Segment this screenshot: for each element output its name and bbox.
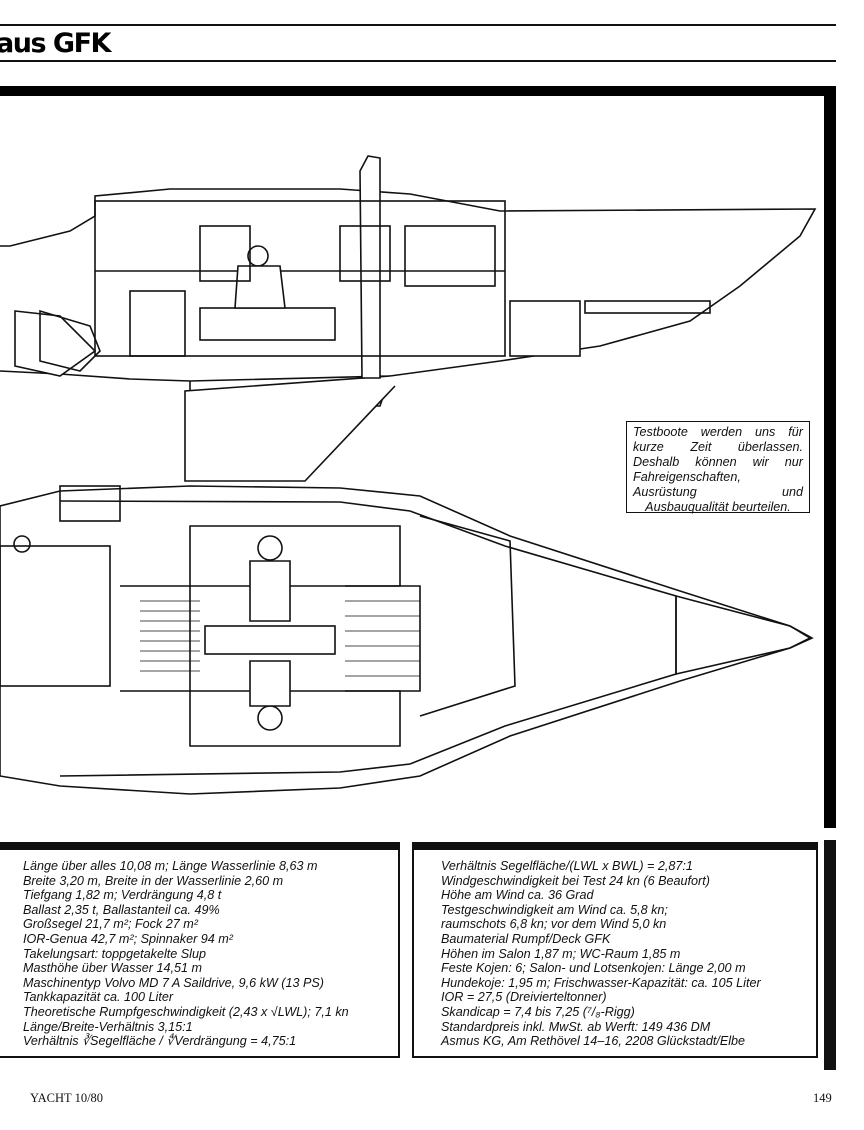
spec-line: Standardpreis inkl. MwSt. ab Werft: 149 … — [441, 1019, 711, 1034]
spec-line: Verhältnis Segelfläche/(LWL x BWL) = 2,8… — [441, 859, 693, 873]
spec-line: Länge/Breite-Verhältnis 3,15:1 — [23, 1019, 193, 1034]
spec-line: Tiefgang 1,82 m; Verdrängung 4,8 t — [23, 888, 222, 903]
specs-left-panel: Länge über alles 10,08 m; Länge Wasserli… — [0, 842, 400, 1058]
spec-line: Breite 3,20 m, Breite in der Wasserlinie… — [23, 873, 284, 888]
spec-line: Großsegel 21,7 m²; Fock 27 m² — [23, 917, 198, 932]
spec-line: Tankkapazität ca. 100 Liter — [23, 990, 174, 1005]
testboat-note: Testboote werden uns für kurze Zeit über… — [626, 421, 810, 514]
header-bottom-rule — [0, 60, 836, 62]
header-top-rule — [0, 24, 836, 26]
spec-line: IOR = 27,5 (Dreiviertel­tonner) — [441, 990, 607, 1005]
spec-line: Testgeschwindigkeit am Wind ca. 5,8 kn; — [441, 902, 668, 917]
spec-line: Höhe am Wind ca. 36 Grad — [441, 888, 594, 903]
specs-right-panel: Verhältnis Segelfläche/(LWL x BWL) = 2,8… — [412, 840, 836, 1070]
footer-page-number: 149 — [813, 1091, 832, 1105]
page-title: aus GFK — [0, 28, 111, 59]
spec-line: Maschinentyp Volvo MD 7 A Saildrive, 9,6… — [23, 975, 324, 990]
spec-line: Windgeschwindigkeit bei Test 24 kn (6 Be… — [441, 873, 710, 888]
spec-line: Theoretische Rumpfgeschwindigkeit (2,43 … — [23, 1004, 349, 1019]
footer-magazine: YACHT 10/80 — [30, 1091, 104, 1105]
yacht-illustration — [0, 86, 836, 828]
spec-line: Masthöhe über Wasser 14,51 m — [23, 961, 202, 976]
spec-line: IOR-Genua 42,7 m²; Spinnaker 94 m² — [23, 931, 233, 946]
spec-line: Verhältnis ∛Segelfläche / ∜Verdrängung =… — [23, 1034, 297, 1049]
spec-line: raumschots 6,8 kn; vor dem Wind 5,0 kn — [441, 917, 667, 932]
deck-plan-view — [0, 485, 814, 795]
spec-line: Hundekoje: 1,95 m; Frischwasser-Kapazitä… — [441, 975, 761, 990]
spec-line: Baumaterial Rumpf/Deck GFK — [441, 931, 611, 946]
spec-line: Länge über alles 10,08 m; Länge Wasserli… — [23, 859, 318, 873]
spec-line: Ballast 2,35 t, Ballastanteil ca. 49% — [23, 902, 220, 917]
illustration-frame — [0, 86, 836, 828]
spec-line: Asmus KG, Am Rethövel 14–16, 2208 Glücks… — [441, 1034, 746, 1049]
spec-line: Höhen im Salon 1,87 m; WC-Raum 1,85 m — [441, 946, 681, 961]
side-profile-view — [0, 155, 817, 482]
spec-line: Takelungsart: toppgetakelte Slup — [23, 946, 206, 961]
spec-line: Feste Kojen: 6; Salon- und Lotsenkojen: … — [441, 961, 746, 976]
spec-line: Skandicap = 7,4 bis 7,25 (⁷/₈-Rigg) — [441, 1004, 635, 1019]
